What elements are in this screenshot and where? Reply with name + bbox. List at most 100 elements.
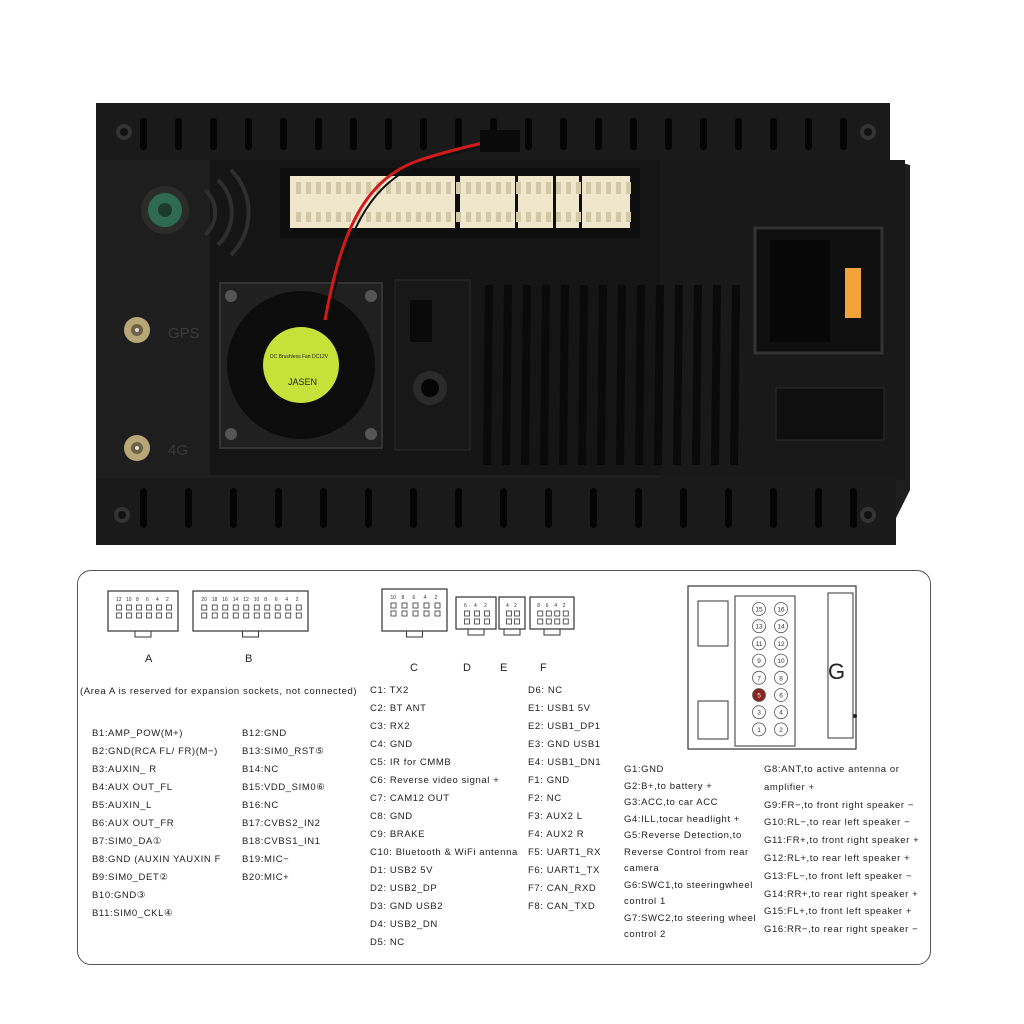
fan-brand-label: JASEN — [288, 377, 317, 387]
a-pin-number: 10 — [126, 597, 132, 603]
pin-description: B20:MIC+ — [242, 872, 290, 883]
pin-description: C3: RX2 — [370, 721, 411, 732]
pin-description: B12:GND — [242, 728, 287, 739]
g-pin-circle — [774, 602, 788, 616]
pin-description: Reverse Control from rear — [624, 846, 749, 858]
pin-description: F3: AUX2 L — [528, 811, 583, 822]
g-pin-circle — [752, 722, 766, 737]
pin-description: C7: CAM12 OUT — [370, 793, 450, 804]
b-pin-number: 8 — [264, 597, 267, 603]
pin-description: G7:SWC2,to steering wheel — [624, 912, 757, 924]
b-pin-number: 20 — [201, 597, 207, 603]
pin-description: G14:RR+,to rear right speaker + — [764, 888, 919, 900]
pin-description: G6:SWC1,to steeringwheel — [624, 879, 753, 891]
g-pin-circle — [774, 688, 788, 702]
pin-description: B17:CVBS2_IN2 — [242, 818, 321, 829]
black-wire — [327, 142, 497, 319]
pin-description: D5: NC — [370, 937, 405, 948]
c-pin-number: 4 — [424, 595, 427, 601]
area-a-note: (Area A is reserved for expansion socket… — [80, 686, 358, 697]
e-pin-number: 4 — [506, 603, 509, 609]
pin-description: E4: USB1_DN1 — [528, 757, 602, 768]
g-pin-circle — [774, 619, 788, 634]
a-pin-number: 4 — [156, 597, 159, 603]
g-pin-number: 12 — [777, 641, 785, 648]
g-pin-number: 7 — [757, 675, 761, 682]
g-pin-circle — [774, 636, 788, 651]
g-pin-number: 14 — [777, 624, 785, 631]
g-pin-circle — [752, 602, 766, 616]
pin-description: B5:AUXIN_L — [92, 800, 152, 811]
g-pin-number: 6 — [779, 693, 783, 700]
wire-plug — [480, 130, 520, 152]
pin-description: B6:AUX OUT_FR — [92, 818, 175, 829]
pin-description: D4: USB2_DN — [370, 919, 438, 930]
d-pin-number: 2 — [484, 603, 487, 609]
signal-arcs-icon — [203, 168, 251, 257]
pin-description: G4:ILL,tocar headlight + — [624, 813, 741, 825]
pin-description: G13:FL−,to front left speaker − — [764, 870, 912, 882]
pin-description: B18:CVBS1_IN1 — [242, 836, 321, 847]
pin-description: C8: GND — [370, 811, 413, 822]
pin-description: G9:FR−,to front right speaker − — [764, 799, 915, 811]
g-pin-number: 3 — [757, 710, 761, 717]
pin-description: E3: GND USB1 — [528, 739, 601, 750]
pin-description: D6: NC — [528, 685, 563, 696]
cooling-fan: JASEN DC Brushless Fan DC12V — [219, 282, 383, 449]
pin-description: F7: CAN_RXD — [528, 883, 597, 894]
pin-description: E1: USB1 5V — [528, 703, 591, 714]
pin-description: B1:AMP_POW(M+) — [92, 728, 184, 739]
c-pin-number: 2 — [435, 595, 438, 601]
pin-description: B16:NC — [242, 800, 279, 811]
pin-description: F8: CAN_TXD — [528, 901, 596, 912]
pin-description: F1: GND — [528, 775, 570, 786]
white-connector-block — [280, 168, 640, 238]
b-pin-number: 2 — [296, 597, 299, 603]
b-pin-number: 6 — [275, 597, 278, 603]
pin-description: B4:AUX OUT_FL — [92, 782, 173, 793]
g-pin-circle — [774, 653, 788, 668]
g-pin-number: 11 — [756, 641, 763, 648]
pin-description: G11:FR+,to front right speaker + — [764, 835, 920, 847]
pin-description: B8:GND (AUXIN YAUXIN F — [92, 854, 221, 865]
head-unit-rear-photo: GPS 4G JASEN DC Brushless Fan DC12V — [96, 103, 910, 545]
g-pin-circle — [774, 722, 788, 737]
b-pin-number: 12 — [243, 597, 249, 603]
pin-description: B10:GND③ — [92, 890, 146, 901]
pin-description: B9:SIM0_DET② — [92, 872, 169, 883]
b-pin-number: 16 — [222, 597, 228, 603]
g-pin-number: 5 — [757, 693, 761, 700]
connector-d-label: D — [463, 662, 472, 674]
pin-description: B14:NC — [242, 764, 279, 775]
a-pin-number: 8 — [136, 597, 139, 603]
d-pin-number: 6 — [464, 603, 467, 609]
pin-description: G1:GND — [624, 764, 665, 775]
g-pin-circle — [752, 670, 766, 685]
pin-description: G15:FL+,to front left speaker + — [764, 906, 912, 918]
pin-description: C4: GND — [370, 739, 413, 750]
corner-screws — [114, 124, 876, 523]
g-pin-circle — [774, 705, 788, 720]
b-pin-number: 18 — [212, 597, 218, 603]
a-pin-number: 12 — [116, 597, 122, 603]
g-pin-circle — [774, 670, 788, 685]
pin-description: D1: USB2 5V — [370, 865, 434, 876]
g-pin-circle — [752, 653, 766, 668]
pin-description: C10: Bluetooth & WiFi antenna — [370, 847, 518, 858]
harness-blank — [775, 387, 885, 441]
4g-antenna-connector — [124, 435, 150, 461]
fan-model-label: DC Brushless Fan DC12V — [270, 354, 329, 360]
pin-description: camera — [624, 863, 660, 874]
g-pin-number: 1 — [757, 727, 761, 734]
pin-description: E2: USB1_DP1 — [528, 721, 601, 732]
pin-description: B3:AUXIN_ R — [92, 764, 157, 775]
connector-b-label: B — [245, 653, 254, 665]
pin-description: F2: NC — [528, 793, 562, 804]
optical-and-aux-ports — [394, 279, 471, 451]
connector-c-label: C — [410, 662, 419, 674]
c-pin-number: 8 — [402, 595, 405, 601]
4g-label: 4G — [168, 442, 188, 459]
